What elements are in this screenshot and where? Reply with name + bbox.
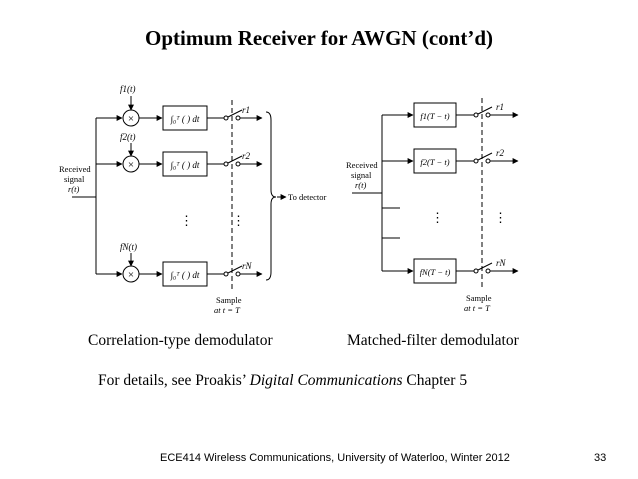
corr-switch-node-b-2 [235, 161, 241, 167]
corr-output-label-1: r1 [242, 105, 250, 115]
matched-filter-diagram: Received signal r(t) f1(T − t) f2(T − t)… [346, 98, 519, 313]
details-book-title: Digital Communications [249, 372, 403, 389]
corr-integrator-1 [162, 105, 208, 131]
corr-sample-label-line1: Sample [216, 295, 242, 305]
corr-integrator-label-2: ∫₀ᵀ ( ) dt [170, 160, 200, 171]
corr-switch-node-a-N [223, 271, 229, 277]
corr-input-label-line1: Received [59, 164, 91, 174]
slide-title: Optimum Receiver for AWGN (cont’d) [145, 26, 493, 50]
corr-switch-node-a-1 [223, 115, 229, 121]
mf-sample-label-line1: Sample [466, 293, 492, 303]
corr-basis-label-2: f2(t) [120, 132, 136, 142]
corr-switch-node-a-2 [223, 161, 229, 167]
matched-filter-caption: Matched-filter demodulator [347, 332, 519, 349]
mf-switch-node-a-N [473, 268, 479, 274]
mf-switch-node-a-1 [473, 112, 479, 118]
corr-basis-label-N: fN(t) [120, 242, 137, 252]
mf-output-label-N: rN [496, 258, 507, 268]
mf-switch-node-b-2 [485, 158, 491, 164]
corr-multiplier-symbol-N: × [128, 269, 134, 281]
correlation-caption: Correlation-type demodulator [88, 332, 273, 349]
mf-sample-label-line2: at t = T [464, 303, 491, 313]
mf-input-label-line2: signal [351, 170, 372, 180]
mf-filter-1 [413, 102, 457, 128]
mf-filter-label-1: f1(T − t) [420, 111, 449, 121]
mf-ellipsis-right: ⋮ [494, 210, 507, 225]
corr-switch-blade-1 [227, 109, 243, 118]
correlation-diagram: Received signal r(t) f1(t) f2(t) fN(t) ×… [59, 84, 327, 315]
mf-output-label-1: r1 [496, 102, 504, 112]
mf-output-label-2: r2 [496, 148, 505, 158]
corr-sample-label-line2: at t = T [214, 305, 241, 315]
corr-ellipsis-left: ⋮ [180, 213, 193, 228]
corr-ellipsis-right: ⋮ [232, 213, 245, 228]
mf-filter-label-2: f2(T − t) [420, 157, 449, 167]
corr-integrator-label-1: ∫₀ᵀ ( ) dt [170, 114, 200, 125]
corr-integrator-N [162, 261, 208, 287]
mf-input-label-line3: r(t) [355, 180, 367, 190]
mf-filter-2 [413, 148, 457, 174]
details-prefix: For details, see Proakis’ [98, 372, 250, 389]
mf-switch-blade-N [477, 262, 493, 271]
mf-switch-node-b-N [485, 268, 491, 274]
details-suffix: Chapter 5 [402, 372, 468, 389]
corr-output-brace [265, 111, 277, 281]
mf-switch-node-a-2 [473, 158, 479, 164]
corr-integrator-2 [162, 151, 208, 177]
corr-multiplier-symbol-2: × [128, 159, 134, 171]
mf-ellipsis-left: ⋮ [431, 210, 444, 225]
page-number: 33 [594, 452, 607, 464]
corr-switch-blade-2 [227, 155, 243, 164]
corr-input-label-line2: signal [64, 174, 85, 184]
corr-output-label-N: rN [242, 261, 253, 271]
footer-text: ECE414 Wireless Communications, Universi… [160, 452, 510, 464]
mf-switch-blade-1 [477, 106, 493, 115]
corr-switch-node-b-N [235, 271, 241, 277]
corr-basis-label-1: f1(t) [120, 84, 136, 94]
corr-switch-blade-N [227, 265, 243, 274]
corr-switch-node-b-1 [235, 115, 241, 121]
details-reference: For details, see Proakis’ Digital Commun… [98, 372, 467, 390]
corr-detector-label: To detector [288, 192, 327, 202]
mf-switch-node-b-1 [485, 112, 491, 118]
corr-output-label-2: r2 [242, 151, 251, 161]
mf-switch-blade-2 [477, 152, 493, 161]
corr-integrator-label-N: ∫₀ᵀ ( ) dt [170, 270, 200, 281]
corr-multiplier-symbol-1: × [128, 113, 134, 125]
mf-input-label-line1: Received [346, 160, 378, 170]
mf-filter-label-N: fN(T − t) [420, 267, 451, 277]
corr-input-label-line3: r(t) [68, 184, 80, 194]
